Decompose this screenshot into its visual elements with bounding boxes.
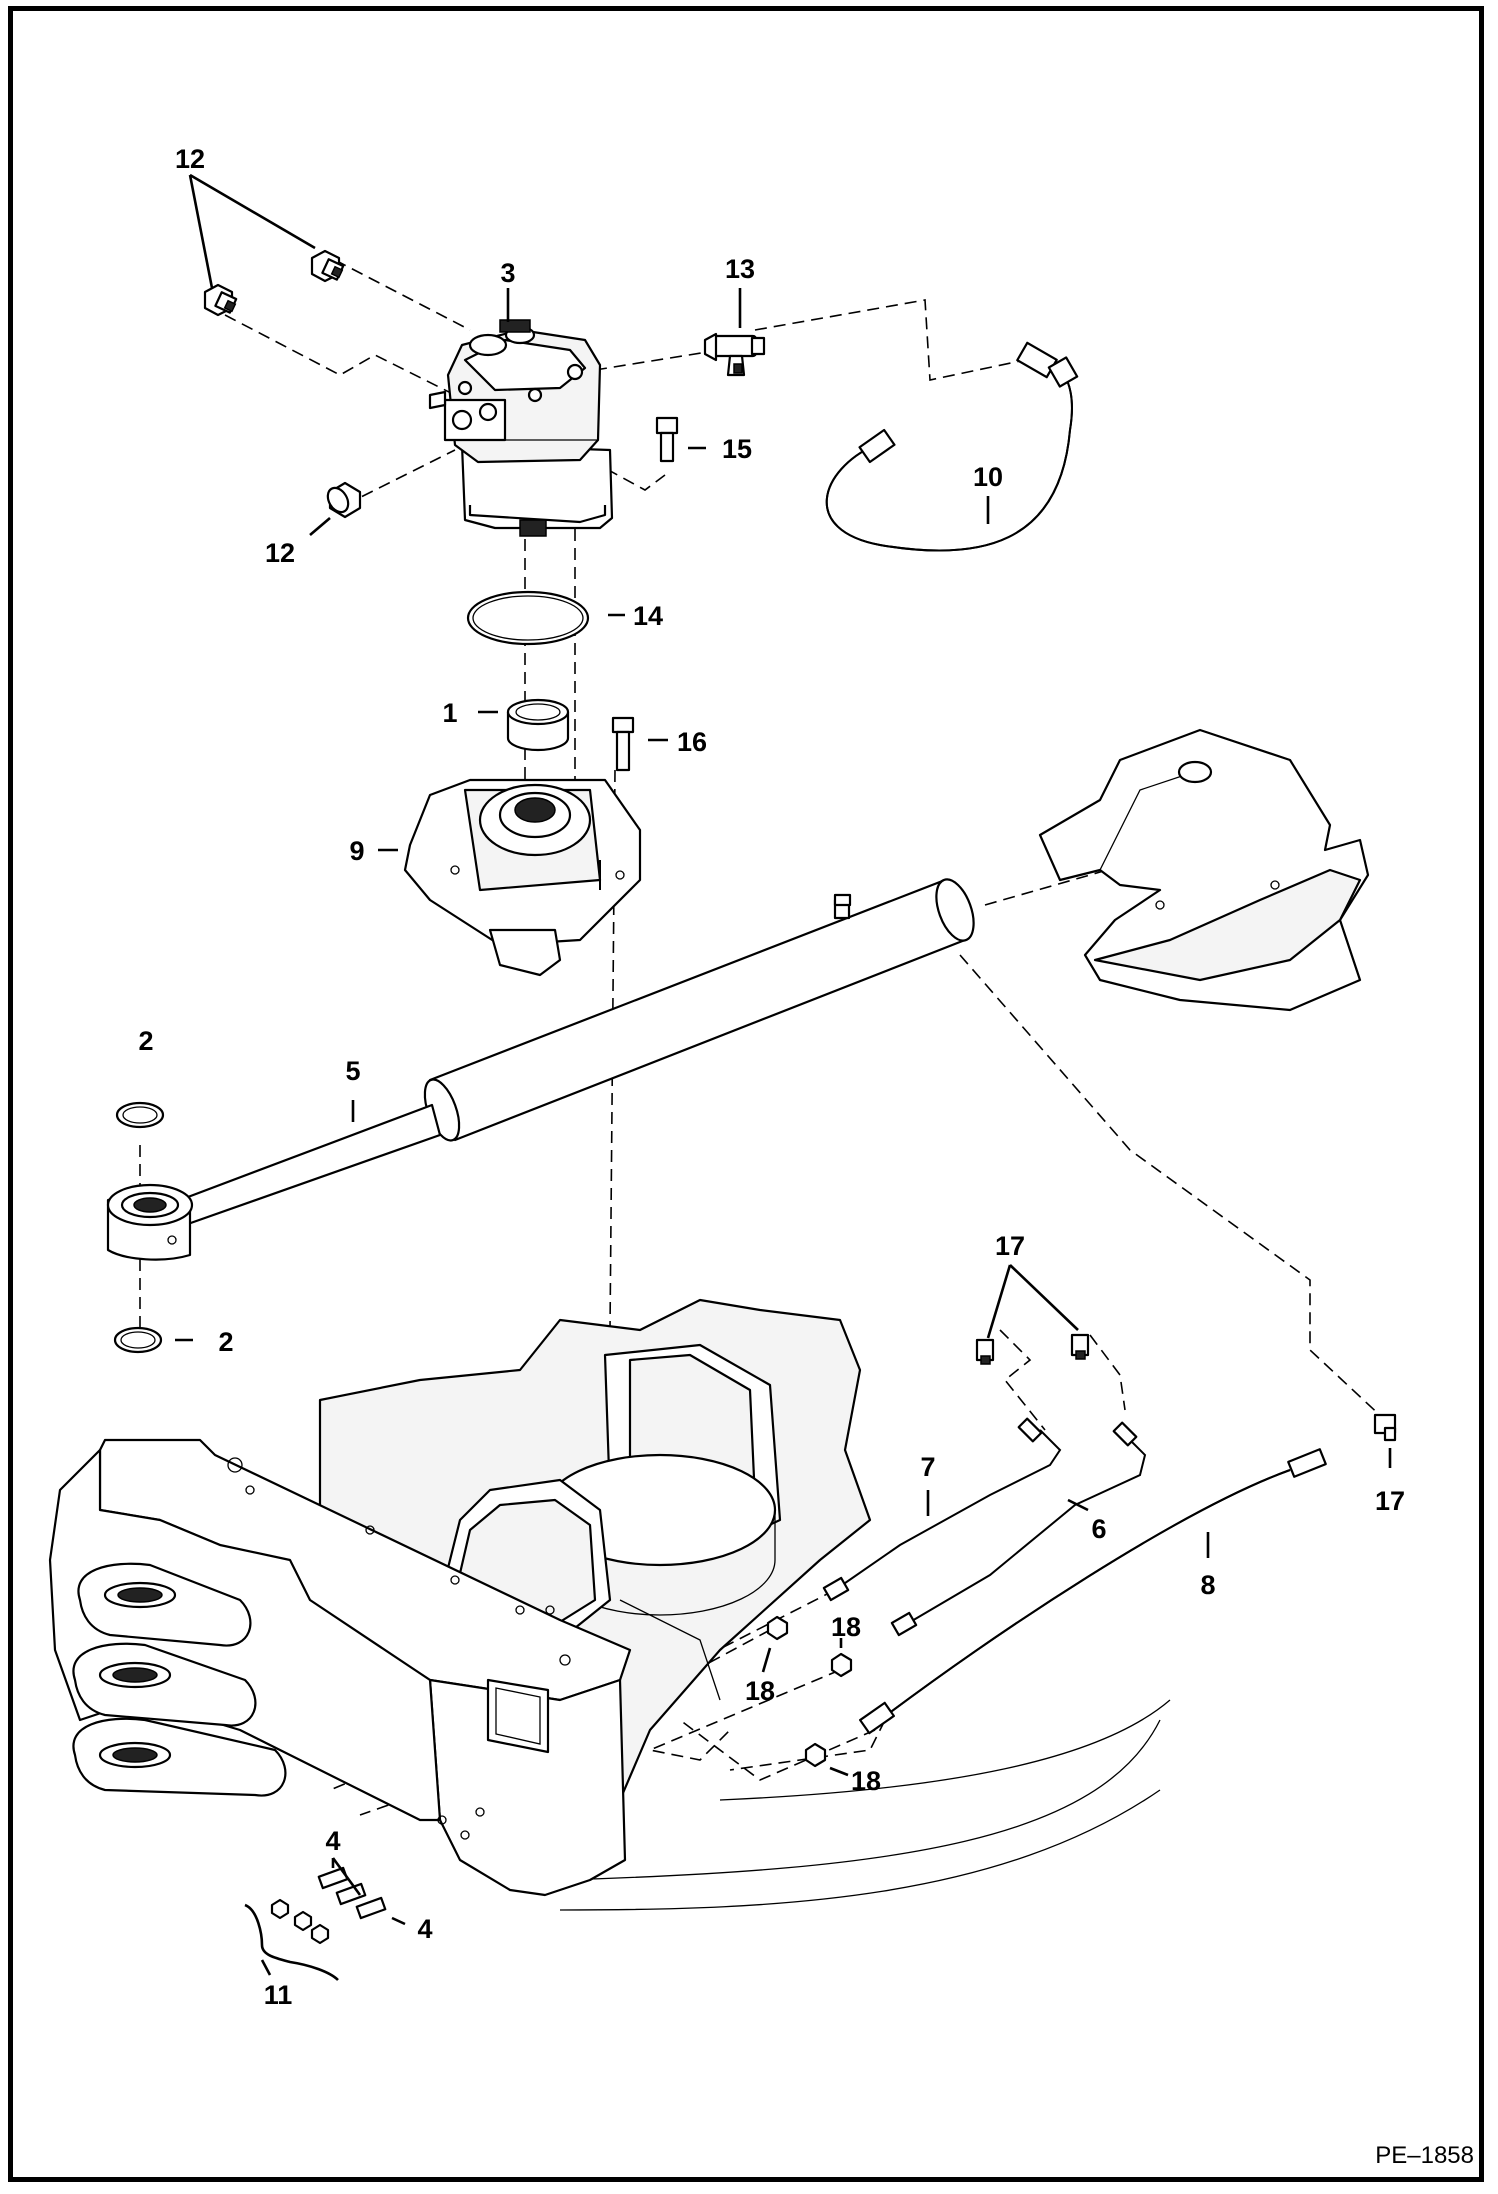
callout-2: 2 bbox=[138, 1026, 153, 1056]
callout-17: 17 bbox=[1375, 1486, 1405, 1516]
fitting-17-far bbox=[1373, 1413, 1397, 1442]
oring-14 bbox=[466, 590, 590, 646]
tube-6 bbox=[890, 1421, 1147, 1637]
seal-ring-2-bottom bbox=[113, 1326, 163, 1354]
hose-10 bbox=[825, 341, 1079, 552]
bolt-15 bbox=[655, 416, 679, 463]
callout-15: 15 bbox=[722, 434, 752, 464]
tube-7 bbox=[822, 1417, 1062, 1602]
gearbox-9 bbox=[403, 778, 642, 977]
leader-lines bbox=[175, 173, 1392, 1981]
callout-10: 10 bbox=[973, 462, 1003, 492]
callout-18: 18 bbox=[831, 1612, 861, 1642]
callout-12: 12 bbox=[175, 144, 205, 174]
callout-8: 8 bbox=[1200, 1570, 1215, 1600]
callout-4: 4 bbox=[325, 1826, 340, 1856]
drawing-number: PE–1858 bbox=[1375, 2142, 1474, 2169]
callout-18: 18 bbox=[745, 1676, 775, 1706]
cylinder-mount-bracket bbox=[1038, 728, 1370, 1012]
fitting-12-lower bbox=[326, 481, 362, 519]
bolt-16 bbox=[611, 716, 635, 772]
bushing-1 bbox=[506, 698, 570, 752]
nut-18-a bbox=[766, 1615, 789, 1641]
tee-fitting-13 bbox=[703, 332, 766, 377]
fitting-12-left bbox=[203, 283, 238, 317]
callout-13: 13 bbox=[725, 254, 755, 284]
cylinder-5 bbox=[106, 878, 975, 1261]
fitting-17-left bbox=[975, 1338, 995, 1365]
callout-12: 12 bbox=[265, 538, 295, 568]
front-beam-boom-mount bbox=[48, 1438, 632, 1897]
fitting-12-top bbox=[310, 249, 345, 283]
diagram-frame bbox=[8, 6, 1484, 2182]
nut-18-c bbox=[804, 1742, 827, 1768]
callout-labels: 12 12 3 13 15 10 14 1 16 9 2 2 5 17 17 7… bbox=[138, 144, 1405, 2010]
callout-16: 16 bbox=[677, 727, 707, 757]
fittings-4-11 bbox=[270, 1866, 387, 1945]
callout-2: 2 bbox=[218, 1327, 233, 1357]
callout-18: 18 bbox=[851, 1766, 881, 1796]
seal-ring-2-top bbox=[115, 1101, 165, 1129]
swing-motor-3 bbox=[428, 319, 614, 537]
callout-5: 5 bbox=[345, 1056, 360, 1086]
callout-6: 6 bbox=[1091, 1514, 1106, 1544]
callout-4: 4 bbox=[417, 1914, 432, 1944]
nut-18-b bbox=[830, 1652, 853, 1678]
callout-14: 14 bbox=[633, 601, 663, 631]
callout-17: 17 bbox=[995, 1231, 1025, 1261]
fitting-17-right bbox=[1070, 1333, 1090, 1360]
callout-3: 3 bbox=[500, 258, 515, 288]
callout-7: 7 bbox=[920, 1452, 935, 1482]
callout-9: 9 bbox=[349, 836, 364, 866]
callout-1: 1 bbox=[442, 698, 457, 728]
callout-11: 11 bbox=[264, 1980, 293, 2010]
hose-8 bbox=[859, 1448, 1327, 1735]
